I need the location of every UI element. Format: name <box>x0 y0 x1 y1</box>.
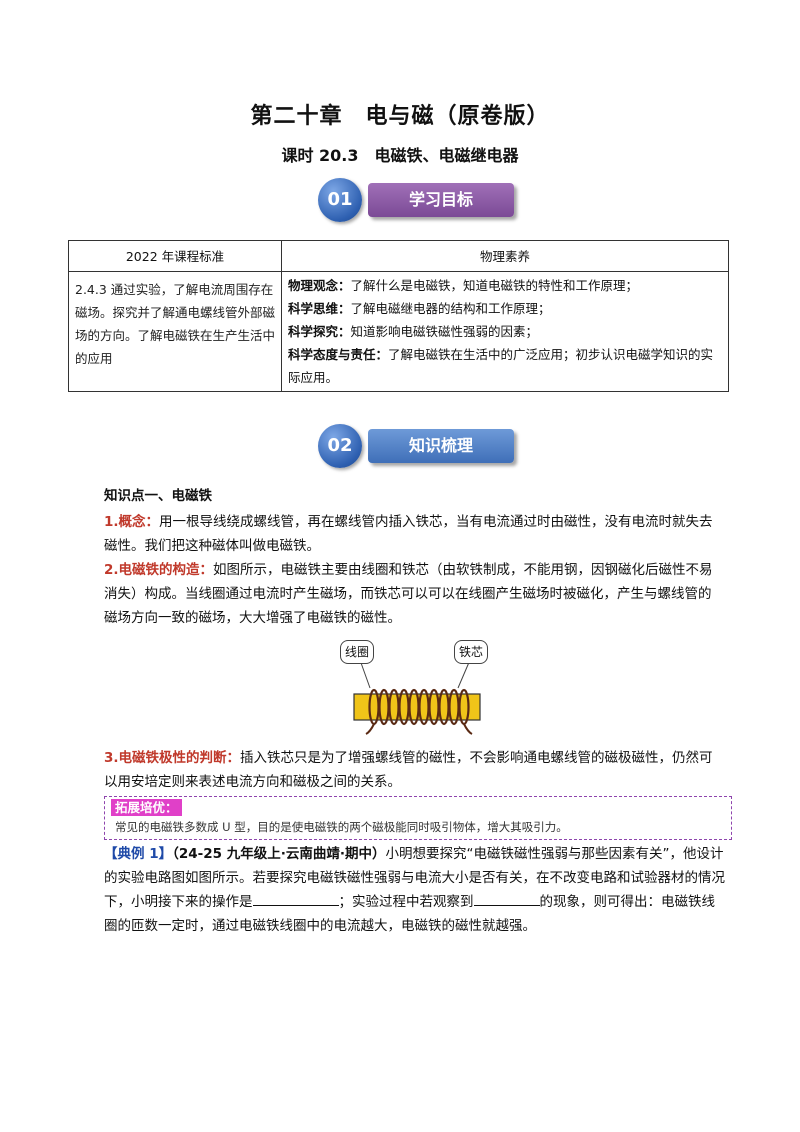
item-text: 插入铁芯只是为了增强螺线管的磁性，不会影响通电螺线管的磁极磁性，仍然可以用安培定… <box>104 750 713 790</box>
item-label: 1.概念： <box>104 514 160 530</box>
answer-blank-1[interactable] <box>252 891 339 906</box>
example-text-part2: ；实验过程中若观察到 <box>338 894 474 910</box>
literacy-item: 物理观念：了解什么是电磁铁，知道电磁铁的特性和工作原理； <box>288 274 722 297</box>
extension-tag: 拓展培优： <box>111 799 182 816</box>
section-banner-knowledge: 02 知识梳理 <box>318 424 518 468</box>
knowledge-item-structure: 2.电磁铁的构造：如图所示，电磁铁主要由线圈和铁芯（由软铁制成，不能用钢，因钢磁… <box>104 558 724 630</box>
literacy-text: 知道影响电磁铁磁性强弱的因素； <box>350 324 539 339</box>
knowledge-point-title: 知识点一、电磁铁 <box>104 488 212 504</box>
knowledge-item-concept: 1.概念：用一根导线绕成螺线管，再在螺线管内插入铁芯，当有电流通过时由磁性，没有… <box>104 510 724 558</box>
example-source: （24-25 九年级上·云南曲靖·期中） <box>172 846 386 862</box>
example-text-part1: 小明想要探究“电磁铁磁性强弱与那些因素有关”，他设计的实验电路图如图所示。若要探… <box>104 846 725 910</box>
electromagnet-illustration <box>353 659 481 735</box>
item-label: 2.电磁铁的构造： <box>104 562 214 578</box>
section-label: 知识梳理 <box>368 429 514 463</box>
section-banner-goals: 01 学习目标 <box>318 178 518 222</box>
table-header-standard: 2022 年课程标准 <box>68 240 282 272</box>
literacy-item: 科学探究：知道影响电磁铁磁性强弱的因素； <box>288 320 722 343</box>
item-text: 如图所示，电磁铁主要由线圈和铁芯（由软铁制成，不能用钢，因钢磁化后磁性不易消失）… <box>104 562 713 626</box>
extension-box: 拓展培优： 常见的电磁铁多数成 U 型，目的是使电磁铁的两个磁极能同时吸引物体，… <box>104 796 732 840</box>
literacy-key: 科学思维： <box>288 301 351 316</box>
literacy-text: 了解电磁铁在生活中的广泛应用；初步认识电磁学知识的实际应用。 <box>288 347 714 385</box>
page-title: 第二十章 电与磁（原卷版） <box>250 104 550 129</box>
literacy-key: 物理观念： <box>288 278 351 293</box>
section-number-badge: 02 <box>318 424 362 468</box>
example-tag: 【典例 1】 <box>104 846 173 862</box>
literacy-item: 科学思维：了解电磁继电器的结构和工作原理； <box>288 297 722 320</box>
coil-label: 线圈 <box>340 640 375 664</box>
literacy-key: 科学态度与责任： <box>288 347 389 362</box>
literacy-text: 了解什么是电磁铁，知道电磁铁的特性和工作原理； <box>350 278 639 293</box>
section-label: 学习目标 <box>368 183 514 217</box>
literacy-text: 了解电磁继电器的结构和工作原理； <box>350 301 551 316</box>
table-header-row: 2022 年课程标准 物理素养 <box>68 240 729 272</box>
table-row: 2.4.3 通过实验，了解电流周围存在磁场。探究并了解通电螺线管外部磁场的方向。… <box>68 271 729 392</box>
curriculum-table: 2022 年课程标准 物理素养 2.4.3 通过实验，了解电流周围存在磁场。探究… <box>68 240 729 392</box>
example-question: 【典例 1】（24-25 九年级上·云南曲靖·期中）小明想要探究“电磁铁磁性强弱… <box>104 842 726 938</box>
standard-text: 2.4.3 通过实验，了解电流周围存在磁场。探究并了解通电螺线管外部磁场的方向。… <box>68 271 282 392</box>
literacy-key: 科学探究： <box>288 324 351 339</box>
item-text: 用一根导线绕成螺线管，再在螺线管内插入铁芯，当有电流通过时由磁性，没有电流时就失… <box>104 514 713 554</box>
extension-text: 常见的电磁铁多数成 U 型，目的是使电磁铁的两个磁极能同时吸引物体，增大其吸引力… <box>115 820 568 834</box>
literacy-cell: 物理观念：了解什么是电磁铁，知道电磁铁的特性和工作原理； 科学思维：了解电磁继电… <box>281 271 729 392</box>
electromagnet-figure: 线圈 铁芯 <box>330 636 490 736</box>
answer-blank-2[interactable] <box>473 891 540 906</box>
section-number-badge: 01 <box>318 178 362 222</box>
item-label: 3.电磁铁极性的判断： <box>104 750 241 766</box>
page-subtitle: 课时 20.3 电磁铁、电磁继电器 <box>281 146 519 165</box>
example-text-part3: 的现象，则可得出：电磁铁线圈的匝数一定时，通过电磁铁线圈中的电流越大，电磁铁的磁… <box>104 894 715 934</box>
core-label: 铁芯 <box>454 640 489 664</box>
literacy-item: 科学态度与责任：了解电磁铁在生活中的广泛应用；初步认识电磁学知识的实际应用。 <box>288 343 722 389</box>
knowledge-item-polarity: 3.电磁铁极性的判断：插入铁芯只是为了增强螺线管的磁性，不会影响通电螺线管的磁极… <box>104 746 724 794</box>
table-header-literacy: 物理素养 <box>281 240 729 272</box>
